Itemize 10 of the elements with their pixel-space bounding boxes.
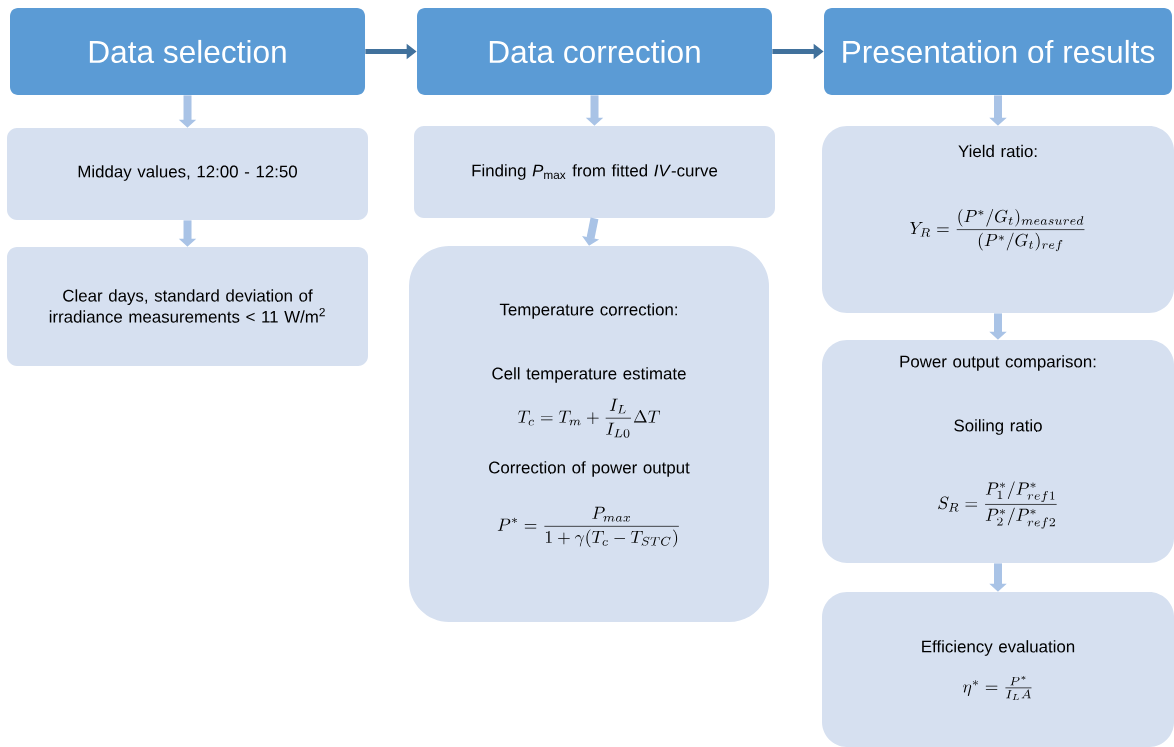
process-box: Finding P$_{max}$ from fitted IV-curve [414, 126, 775, 218]
process-box: Temperature correction: Cell temperature estimate $T_c = T_m + \frac{I_L}{I_{L0}}\Delta T$ Correction of power output $P^{*} = \frac{P_{max}}{1 + \gamma(T_c - T_{STC})}$ [409, 246, 769, 622]
process-box: Midday values, 12:00 - 12:50 [7, 128, 368, 220]
process-box: Yield ratio: $Y_R = \frac{(P^{*}/G_t)_{measured}}{(P^{*}/G_t)_{ref}}$ [822, 126, 1174, 313]
stage-header: Data selection [10, 8, 365, 95]
process-box: Clear days, standard deviation of irradiance measurements < 11 W/m$^{2}$ [7, 247, 368, 366]
stage-header: Presentation of results [824, 8, 1172, 95]
process-box: Power output comparison: Soiling ratio $S_R = \frac{P_1^{*}/P_{ref1}^{*}}{P_2^{*}/P_{ref2}^{*}}$ [822, 340, 1174, 563]
process-box: Efficiency evaluation $\eta^{*} = \frac{P^{*}}{I_L A}$ [822, 592, 1174, 747]
stage-header: Data correction [417, 8, 772, 95]
